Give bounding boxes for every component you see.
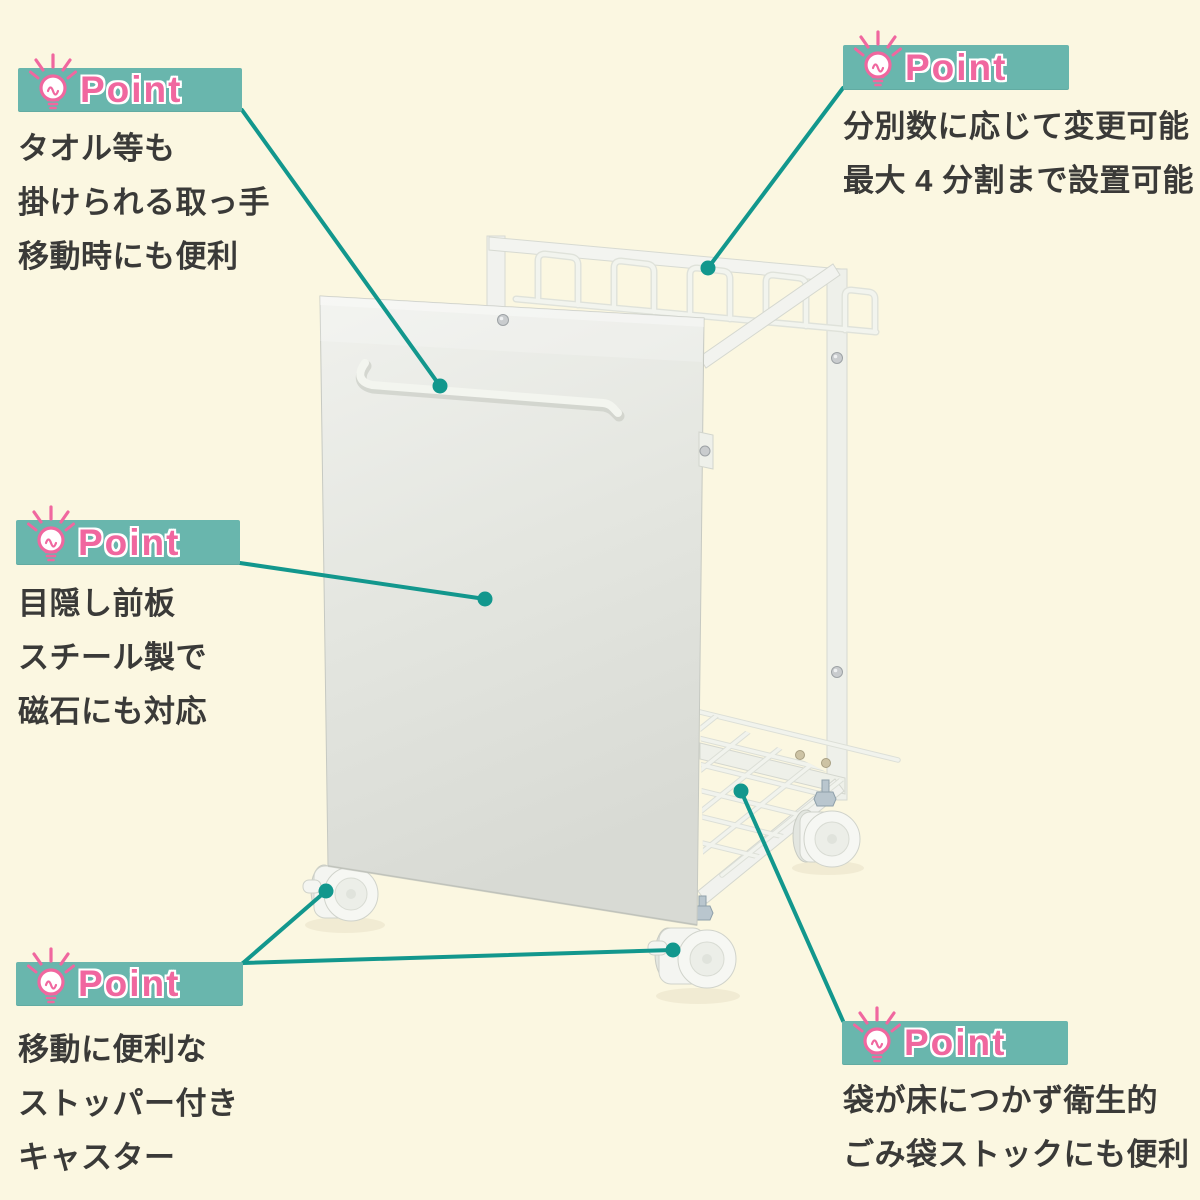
description-line: 最大 4 分割まで設置可能 [843,163,1194,198]
connector-dot [432,378,448,394]
connector-line [238,561,487,601]
point-description-hooks: 分別数に応じて変更可能 最大 4 分割まで設置可能 [843,100,1194,208]
point-label: Point [78,963,181,1004]
front-panel [319,295,714,926]
point-description-shelf: 袋が床につかず衛生的 ごみ袋ストックにも便利 [843,1074,1190,1182]
caster-rear-right [792,779,861,868]
caster-stopper [647,940,668,956]
description-line: ストッパー付き [18,1086,239,1121]
point-badge-casters: Point [16,947,243,1006]
lightbulb-icon [853,30,903,87]
point-label: Point [80,69,183,110]
description-line: 移動時にも便利 [18,239,239,274]
description-line: ごみ袋ストックにも便利 [843,1137,1190,1172]
caster-front-left [302,864,379,922]
description-line: 目隠し前板 [18,586,176,621]
connector-line [706,86,845,270]
point-badge-panel: Point [16,505,240,565]
description-line: 掛けられる取っ手 [18,185,270,220]
lightbulb-icon [26,505,76,562]
description-line: キャスター [18,1140,176,1175]
point-description-casters: 移動に便利な ストッパー付き キャスター [18,1023,239,1185]
point-badge-hooks: Point [843,30,1069,90]
connector-dot [700,260,716,276]
lightbulb-icon [26,947,76,1004]
description-line: 磁石にも対応 [18,694,207,729]
floor-shadows [305,861,864,1004]
connector-line [241,889,328,965]
caster-bolt [813,779,837,807]
connector-dot [733,783,749,799]
point-label: Point [78,521,181,563]
point-label: Point [905,46,1008,88]
point-description-handle: タオル等も 掛けられる取っ手 移動時にも便利 [18,122,270,284]
connector-line [241,948,675,965]
screw [497,314,509,326]
point-badge-shelf: Point [842,1006,1068,1065]
bag-hook-rail [512,250,880,336]
description-line: 分別数に応じて変更可能 [843,109,1190,144]
point-description-panel: 目隠し前板 スチール製で 磁石にも対応 [18,577,207,739]
lightbulb-icon [852,1006,902,1063]
description-line: タオル等も [18,131,176,166]
point-label: Point [904,1022,1007,1063]
connector-lines [238,86,845,1023]
connector-dot [477,591,493,607]
point-badge-handle: Point [18,53,242,112]
frame-screws [831,352,843,678]
description-line: 袋が床につかず衛生的 [843,1083,1158,1118]
steel-frame [486,235,848,801]
description-line: 移動に便利な [18,1032,207,1067]
caster-stopper [302,879,322,894]
connector-dot [665,942,681,958]
caster-front-right [647,895,737,989]
connector-line [240,108,442,388]
description-line: スチール製で [18,640,207,675]
connector-line [739,789,845,1023]
lightbulb-icon [28,53,78,110]
handle-bar [355,359,625,422]
connector-dot [318,883,334,899]
right-top-rail [698,263,841,369]
